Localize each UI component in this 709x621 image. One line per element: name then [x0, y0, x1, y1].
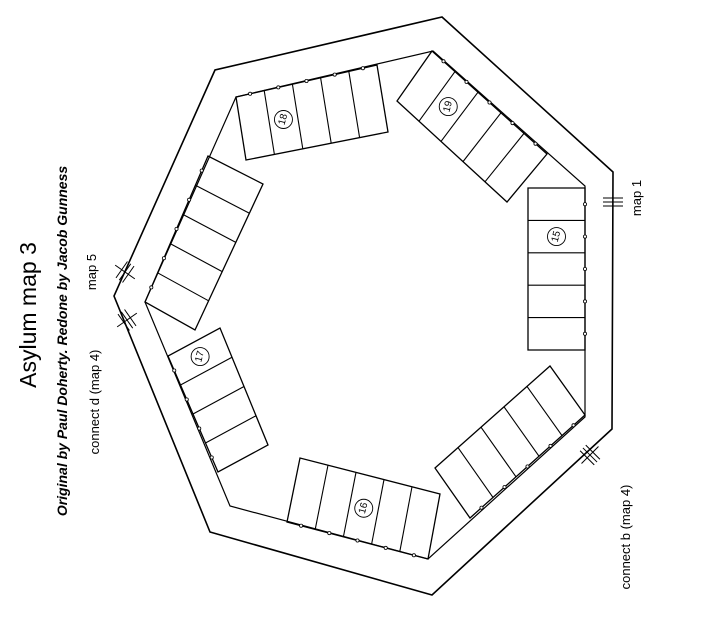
- door-icon[interactable]: [548, 443, 553, 448]
- cell-divider: [157, 272, 209, 302]
- door-icon[interactable]: [583, 234, 588, 239]
- room-number[interactable]: 15: [550, 229, 564, 243]
- door-icon[interactable]: [441, 59, 446, 64]
- door-icon[interactable]: [479, 505, 484, 510]
- room-number-circle: [438, 97, 458, 117]
- door-icon[interactable]: [583, 202, 588, 207]
- cell-divider: [180, 356, 233, 386]
- door-icon[interactable]: [327, 531, 332, 536]
- door-icon[interactable]: [172, 368, 177, 373]
- room-number-circle: [354, 498, 374, 518]
- door-icon[interactable]: [583, 331, 588, 336]
- cell-divider: [291, 84, 304, 149]
- cell-divider: [399, 486, 413, 552]
- room-block-outline: [167, 327, 269, 473]
- outer-wall: [113, 16, 614, 596]
- cell-divider: [462, 112, 502, 162]
- exit-hatch-icon[interactable]: [111, 305, 142, 335]
- door-icon[interactable]: [209, 455, 214, 460]
- exit-label-map5[interactable]: map 5: [84, 254, 99, 290]
- room-number[interactable]: 16: [357, 501, 371, 515]
- cell-divider: [348, 71, 361, 138]
- cell-divider: [480, 426, 517, 478]
- inner-corridor-wall: [144, 50, 586, 560]
- door-icon[interactable]: [571, 423, 576, 428]
- cell-divider: [192, 386, 245, 415]
- door-icon[interactable]: [197, 426, 202, 431]
- room-block: 16: [286, 457, 441, 560]
- cell-divider: [457, 447, 494, 498]
- room-number-circle: [190, 347, 210, 367]
- door-icon[interactable]: [533, 141, 538, 146]
- door-icon[interactable]: [510, 121, 515, 126]
- cell-divider: [182, 213, 237, 243]
- door-icon[interactable]: [355, 538, 360, 543]
- exit-label-map1[interactable]: map 1: [629, 180, 644, 216]
- cell-divider: [440, 91, 479, 142]
- exit-label-connect-b[interactable]: connect b (map 4): [618, 485, 633, 590]
- room-number-circle: [274, 110, 293, 129]
- cell-divider: [263, 90, 275, 155]
- cell-divider: [484, 133, 525, 183]
- door-icon[interactable]: [487, 100, 492, 105]
- door-icon[interactable]: [299, 523, 304, 528]
- room-block-outline: [434, 365, 586, 519]
- exit-hatch-icon[interactable]: [603, 190, 623, 214]
- exit-label-connect-d[interactable]: connect d (map 4): [87, 350, 102, 455]
- door-icon[interactable]: [161, 256, 166, 261]
- door-icon[interactable]: [583, 266, 588, 271]
- room-number[interactable]: 17: [193, 349, 207, 363]
- room-block-outline: [396, 50, 548, 203]
- door-icon[interactable]: [525, 464, 530, 469]
- room-block: 17: [167, 327, 269, 473]
- room-number-circle: [547, 227, 566, 247]
- cell-divider: [320, 77, 332, 144]
- cell-divider: [503, 406, 540, 457]
- cell-divider: [205, 415, 257, 444]
- door-icon[interactable]: [464, 79, 469, 84]
- room-block: [144, 155, 264, 331]
- room-block-outline: [527, 187, 586, 351]
- door-icon[interactable]: [248, 91, 253, 96]
- room-block: 18: [235, 64, 389, 161]
- door-icon[interactable]: [187, 197, 192, 202]
- door-icon[interactable]: [411, 553, 416, 558]
- door-icon[interactable]: [583, 299, 588, 304]
- door-icon[interactable]: [304, 79, 309, 84]
- door-icon[interactable]: [199, 168, 204, 173]
- room-number[interactable]: 18: [277, 112, 291, 126]
- room-blocks: 18 19 15 16 17: [144, 50, 588, 560]
- door-icon[interactable]: [276, 85, 281, 90]
- door-icon[interactable]: [383, 545, 388, 550]
- door-icon[interactable]: [149, 285, 154, 290]
- room-block: [434, 365, 586, 519]
- door-hatches: [109, 190, 623, 470]
- door-icon[interactable]: [184, 397, 189, 402]
- cell-divider: [169, 243, 223, 273]
- room-block-outline: [144, 155, 264, 331]
- cell-divider: [526, 386, 563, 436]
- door-icon[interactable]: [360, 66, 365, 71]
- door-icon[interactable]: [502, 485, 507, 490]
- exit-hatch-icon[interactable]: [574, 439, 605, 470]
- cell-divider: [342, 472, 357, 537]
- cell-divider: [195, 184, 250, 214]
- room-block: 15: [527, 187, 588, 351]
- door-icon[interactable]: [174, 226, 179, 231]
- room-block-outline: [235, 64, 389, 161]
- room-number[interactable]: 19: [441, 99, 455, 113]
- cell-divider: [371, 479, 385, 545]
- credit-line: Original by Paul Doherty. Redone by Jaco…: [54, 166, 70, 517]
- door-icon[interactable]: [332, 72, 337, 77]
- cell-divider: [314, 465, 329, 530]
- cell-divider: [418, 71, 456, 122]
- room-block: 19: [396, 50, 548, 203]
- exit-hatch-icon[interactable]: [109, 257, 140, 287]
- room-block-outline: [286, 457, 441, 560]
- map-title: Asylum map 3: [15, 242, 41, 388]
